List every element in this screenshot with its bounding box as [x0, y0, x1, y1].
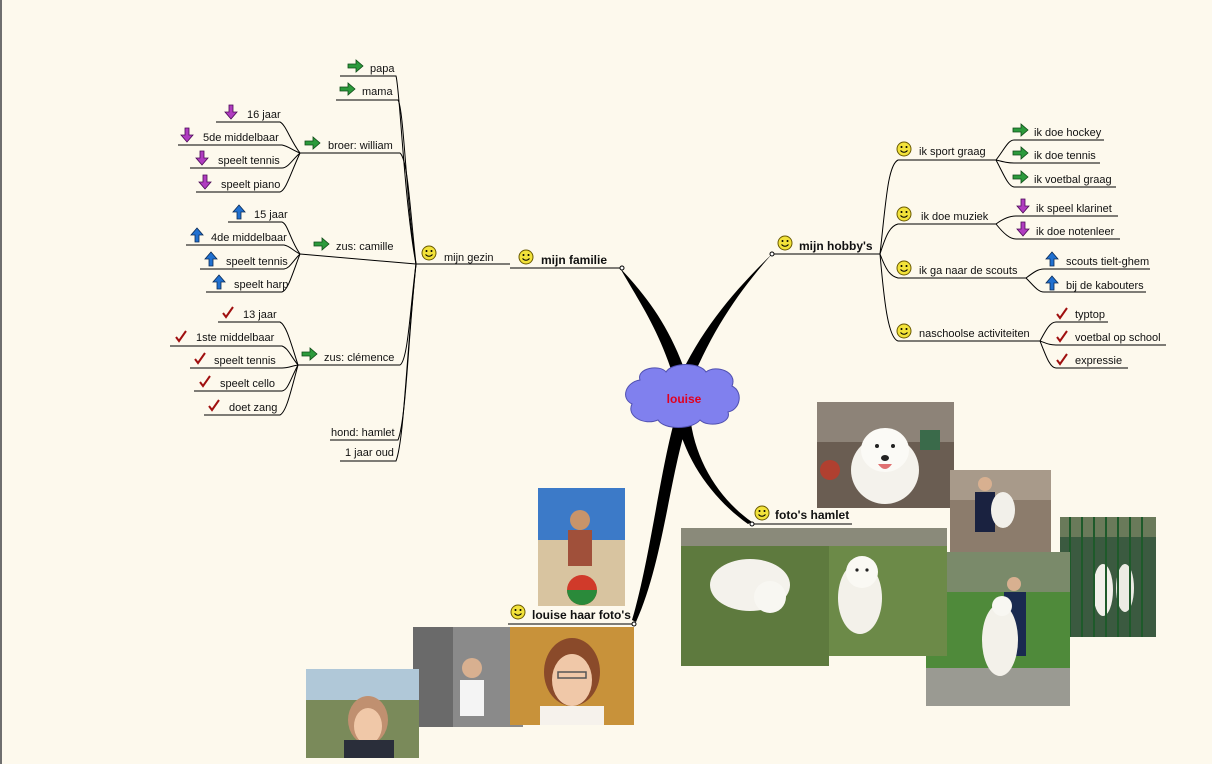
arrow-right-icon [339, 82, 356, 96]
camille-item[interactable]: speelt tennis [226, 256, 288, 268]
checkmark-icon [194, 352, 206, 364]
broer-item[interactable]: speelt piano [221, 179, 281, 191]
checkmark-icon [222, 306, 234, 318]
clemence-item[interactable]: speelt tennis [214, 355, 276, 367]
arrow-right-icon [1012, 123, 1029, 137]
arrow-down-icon [1016, 198, 1030, 214]
checkmark-icon [199, 375, 211, 387]
broer-item[interactable]: speelt tennis [218, 155, 280, 167]
hobbys-connectors [769, 139, 1166, 369]
branch-mijn-hobbys[interactable]: mijn hobby's [799, 239, 873, 253]
smiley-icon [896, 141, 912, 157]
arrow-up-icon [1045, 275, 1059, 291]
checkmark-icon [175, 330, 187, 342]
camille-item[interactable]: speelt harp [234, 279, 289, 291]
node-mama[interactable]: mama [362, 86, 393, 98]
photo-hamlet-1[interactable] [817, 402, 954, 508]
arrow-up-icon [204, 251, 218, 267]
node-scouts[interactable]: ik ga naar de scouts [919, 265, 1018, 277]
muziek-item[interactable]: ik doe notenleer [1036, 226, 1115, 238]
arrow-up-icon [1045, 251, 1059, 267]
smiley-icon [510, 604, 526, 620]
root-cloud[interactable] [625, 364, 740, 428]
smiley-icon [518, 249, 534, 265]
photo-louise-1[interactable] [538, 488, 625, 606]
muziek-item[interactable]: ik speel klarinet [1036, 203, 1112, 215]
arrow-right-icon [1012, 170, 1029, 184]
arrow-down-icon [224, 104, 238, 120]
node-naschoolse-activiteiten[interactable]: naschoolse activiteiten [919, 328, 1030, 340]
root-node-label[interactable]: louise [666, 392, 702, 406]
photo-hamlet-2[interactable] [950, 470, 1051, 552]
arrow-right-icon [1012, 146, 1029, 160]
photo-hamlet-4[interactable] [926, 552, 1070, 706]
broer-item[interactable]: 16 jaar [247, 109, 281, 121]
camille-item[interactable]: 15 jaar [254, 209, 288, 221]
photo-connectors [508, 521, 852, 627]
clemence-item[interactable]: speelt cello [220, 378, 276, 390]
arrow-up-icon [212, 274, 226, 290]
smiley-icon [754, 505, 770, 521]
clemence-item[interactable]: 1ste middelbaar [196, 332, 275, 344]
broer-item[interactable]: 5de middelbaar [203, 132, 279, 144]
arrow-up-icon [232, 204, 246, 220]
smiley-icon [896, 323, 912, 339]
node-broer-william[interactable]: broer: william [328, 140, 393, 152]
scouts-item[interactable]: scouts tielt-ghem [1066, 256, 1150, 268]
photo-louise-4[interactable] [306, 669, 419, 758]
photo-louise-2[interactable] [413, 627, 523, 727]
checkmark-icon [208, 399, 220, 411]
scouts-item[interactable]: bij de kabouters [1066, 280, 1144, 292]
arrow-down-icon [1016, 221, 1030, 237]
arrow-right-icon [347, 59, 364, 73]
photo-hamlet-5[interactable] [681, 528, 947, 666]
smiley-icon [777, 235, 793, 251]
arrow-right-icon [313, 237, 330, 251]
photo-hamlet-3[interactable] [1060, 517, 1156, 637]
sport-item[interactable]: ik doe hockey [1034, 127, 1102, 139]
node-ik-sport-graag[interactable]: ik sport graag [919, 146, 986, 158]
smiley-icon [421, 245, 437, 261]
clemence-item[interactable]: 13 jaar [243, 309, 277, 321]
arrow-down-icon [180, 127, 194, 143]
naschool-item[interactable]: voetbal op school [1075, 332, 1161, 344]
node-zus-camille[interactable]: zus: camille [336, 241, 394, 253]
camille-item[interactable]: 4de middelbaar [211, 232, 287, 244]
smiley-icon [896, 206, 912, 222]
branch-louise-fotos[interactable]: louise haar foto's [532, 608, 631, 622]
window-left-edge [0, 0, 2, 764]
familie-connectors [170, 75, 625, 462]
checkmark-icon [1056, 330, 1068, 342]
arrow-up-icon [190, 227, 204, 243]
node-hond-hamlet[interactable]: hond: hamlet [331, 427, 395, 439]
clemence-item[interactable]: doet zang [229, 402, 278, 414]
node-mijn-gezin[interactable]: mijn gezin [444, 252, 494, 264]
arrow-down-icon [195, 150, 209, 166]
checkmark-icon [1056, 307, 1068, 319]
node-papa[interactable]: papa [370, 63, 395, 75]
photo-louise-3[interactable] [510, 627, 634, 725]
arrow-down-icon [198, 174, 212, 190]
branch-fotos-hamlet[interactable]: foto's hamlet [775, 508, 850, 522]
branch-mijn-familie[interactable]: mijn familie [541, 253, 608, 267]
naschool-item[interactable]: typtop [1075, 309, 1105, 321]
smiley-icon [896, 260, 912, 276]
sport-item[interactable]: ik doe tennis [1034, 150, 1096, 162]
node-ik-doe-muziek[interactable]: ik doe muziek [921, 211, 989, 223]
node-zus-clemence[interactable]: zus: clémence [324, 352, 395, 364]
naschool-item[interactable]: expressie [1075, 355, 1123, 367]
arrow-right-icon [301, 347, 318, 361]
arrow-right-icon [304, 136, 321, 150]
checkmark-icon [1056, 353, 1068, 365]
sport-item[interactable]: ik voetbal graag [1034, 174, 1112, 186]
main-branches [620, 254, 772, 622]
node-hond-age[interactable]: 1 jaar oud [345, 447, 394, 459]
